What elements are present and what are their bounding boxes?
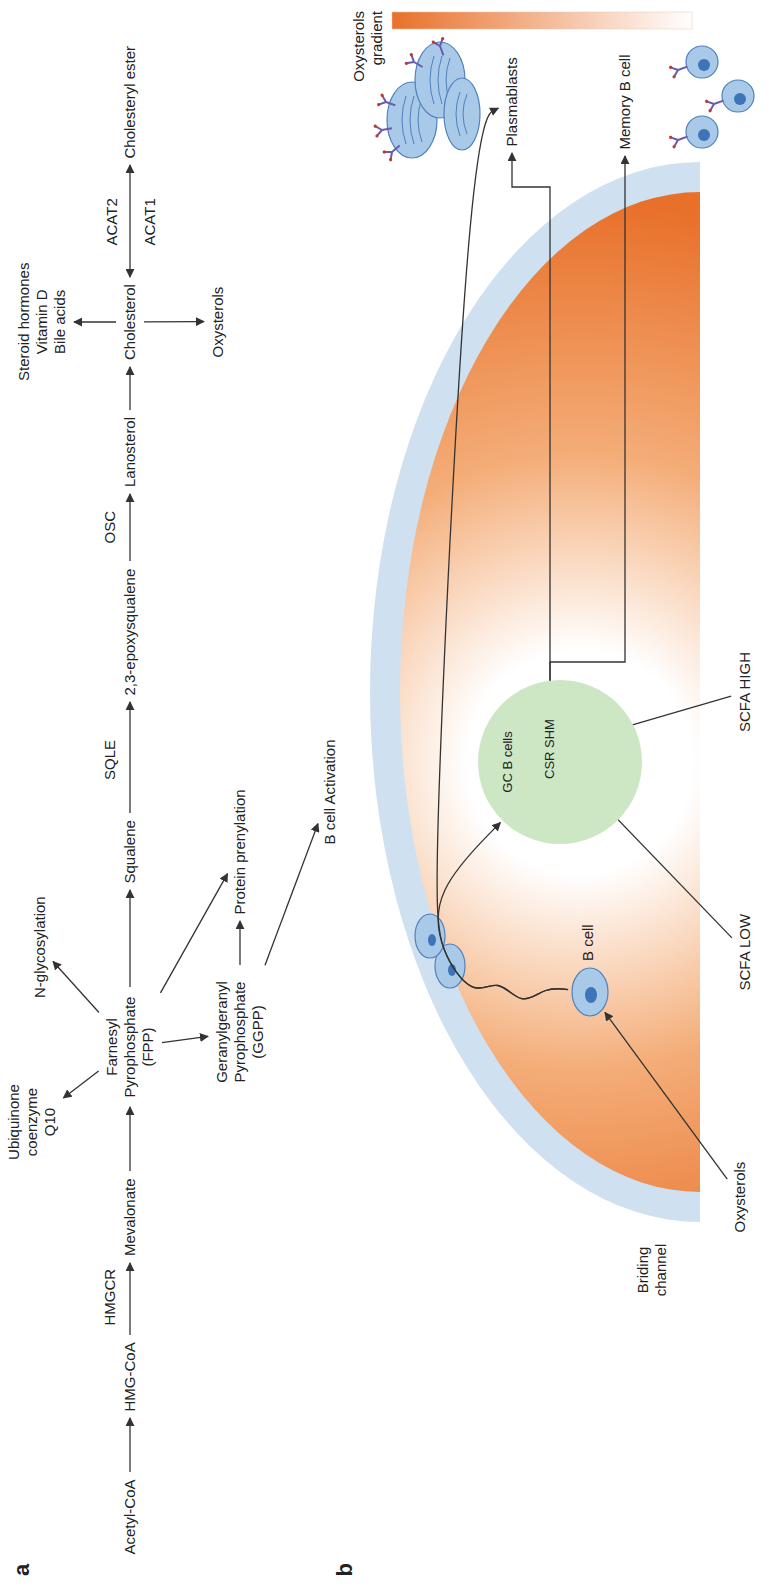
node-text: Ubiquinone coenzyme Q10 xyxy=(5,1074,59,1170)
cell-body xyxy=(572,968,608,1016)
connector-arrow xyxy=(438,823,568,999)
connector-arrow xyxy=(129,165,130,277)
annotation-label: OSC xyxy=(101,511,119,544)
text-node: Geranylgeranyl Pyrophosphate (GGPP) xyxy=(211,968,269,1096)
text-node: Squalene xyxy=(119,816,141,887)
node-text: B cell xyxy=(579,924,597,961)
node-text: SCFA LOW xyxy=(736,914,754,991)
node-text: CSR SHM xyxy=(542,719,558,779)
text-node: HMG-CoA xyxy=(119,1338,141,1415)
node-text: B cell Activation xyxy=(321,739,339,844)
text-node: Mevalonate xyxy=(119,1174,141,1260)
connector-arrow xyxy=(144,321,204,323)
node-text: Steroid hormones xyxy=(15,263,33,381)
node-text: HMG-CoA xyxy=(121,1342,139,1411)
connector-arrow xyxy=(162,1036,208,1042)
plasmablast-cells xyxy=(373,37,480,162)
text-node: 2,3-epoxysqualene xyxy=(119,565,141,700)
cell-nucleus xyxy=(585,987,597,1003)
connector-arrow xyxy=(512,153,550,712)
connector-arrow xyxy=(53,961,99,1012)
annotation-label: SQLE xyxy=(101,740,119,780)
node-text: Memory B cell xyxy=(616,54,634,149)
connector-arrow xyxy=(129,494,130,561)
text-node: Oxysterols xyxy=(729,1158,751,1237)
connector-arrow xyxy=(63,1071,98,1098)
text-node: SCFA HIGH xyxy=(734,648,756,736)
panel-letter: b xyxy=(332,1563,358,1576)
annotation-label: ACAT2 xyxy=(103,198,121,245)
connector-arrow xyxy=(550,156,625,712)
annotation-label: ACAT1 xyxy=(141,198,159,245)
node-text: Cholesterol xyxy=(121,284,139,360)
text-node: Lanosterol xyxy=(119,413,141,491)
connector-arrow xyxy=(605,1012,727,1179)
annotation-label: Briding channel xyxy=(634,1234,670,1306)
node-text: Geranylgeranyl Pyrophosphate (GGPP) xyxy=(213,972,267,1092)
node-text: 2,3-epoxysqualene xyxy=(121,569,139,696)
node-text: Protein prenylation xyxy=(231,789,249,914)
connector-arrow xyxy=(437,108,568,999)
node-text: Lanosterol xyxy=(121,417,139,487)
process-label: CSR SHM xyxy=(540,715,560,783)
panel-letter: a xyxy=(9,1564,35,1576)
connector-arrow xyxy=(265,824,318,965)
connector-arrow xyxy=(129,1107,130,1171)
memory-b-cells xyxy=(669,46,754,149)
node-text: Acetyl-CoA xyxy=(121,1479,139,1554)
connector-arrow xyxy=(160,874,227,993)
text-node: Acetyl-CoA xyxy=(119,1475,141,1558)
germinal-centre: GC B cells CSR SHM xyxy=(478,680,642,844)
connector-arrow xyxy=(239,921,240,965)
text-node: Ubiquinone coenzyme Q10 xyxy=(3,1070,61,1174)
text-node: B cell Activation xyxy=(319,735,341,848)
connector-arrow xyxy=(74,321,116,322)
legend-text: Oxysterols gradient xyxy=(350,11,386,111)
activated-b-cells xyxy=(415,914,465,988)
text-node: Steroid hormonesVitamin DBile acids xyxy=(13,259,71,385)
text-node: N-glycosylation xyxy=(29,892,51,1002)
text-node: Plasmablasts xyxy=(501,53,523,150)
node-text: GC B cells xyxy=(500,680,516,844)
connector-arrow xyxy=(129,890,130,987)
node-text: Oxysterols xyxy=(731,1162,749,1233)
text-node: Memory B cell xyxy=(614,50,636,153)
connector-arrow xyxy=(129,1263,130,1335)
follicle-mantle xyxy=(370,162,700,1222)
node-text: SCFA HIGH xyxy=(736,652,754,732)
node-text: Mevalonate xyxy=(121,1178,139,1256)
b-cell: B cell xyxy=(571,967,609,1017)
text-node: SCFA LOW xyxy=(734,910,756,995)
node-text: Plasmablasts xyxy=(503,57,521,146)
gradient-bar xyxy=(392,12,692,29)
node-text: N-glycosylation xyxy=(31,896,49,998)
node-text: Vitamin D xyxy=(33,263,51,381)
node-text: Farnesyl Pyrophosphate (FPP) xyxy=(103,994,157,1100)
cell-outline xyxy=(571,967,609,1017)
node-text: Squalene xyxy=(121,820,139,883)
connector-arrow xyxy=(129,1418,130,1472)
text-node: Protein prenylation xyxy=(229,785,251,918)
connector-arrow xyxy=(129,702,130,813)
text-node: Farnesyl Pyrophosphate (FPP) xyxy=(101,990,159,1104)
node-text: Oxysterols xyxy=(209,287,227,358)
annotation-label: HMGCR xyxy=(101,1269,119,1326)
node-text: Cholesteryl ester xyxy=(121,46,139,159)
text-node: Cholesteryl ester xyxy=(119,42,141,163)
text-node: Oxysterols xyxy=(207,283,229,362)
connector-arrow xyxy=(129,367,130,410)
node-text: Bile acids xyxy=(51,263,69,381)
text-node: Cholesterol xyxy=(119,280,141,364)
